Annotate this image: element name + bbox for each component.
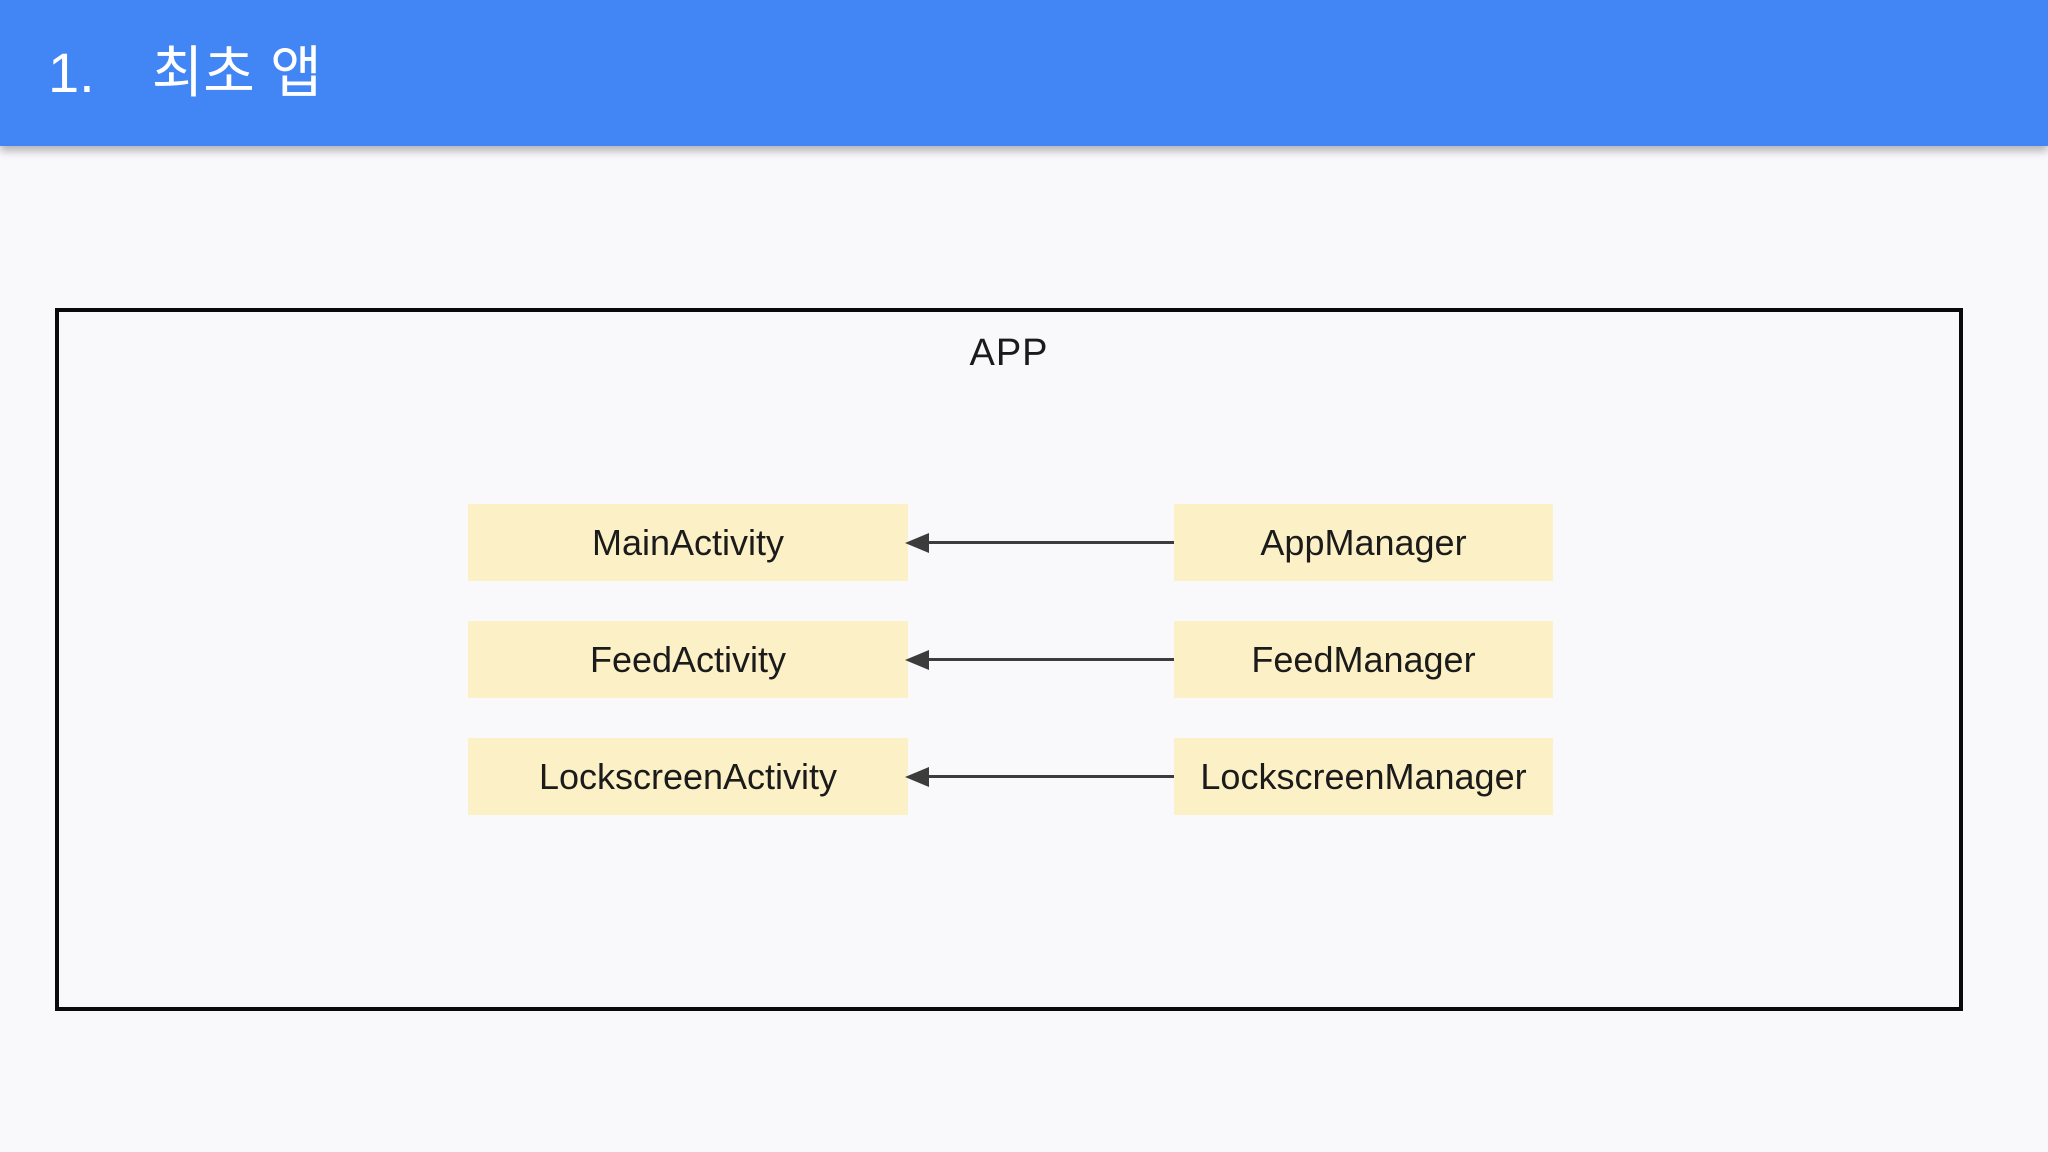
connector-arrow-app-manager-to-main-activity [905, 533, 1174, 553]
node-label: LockscreenActivity [538, 755, 838, 797]
node-lockscreen-activity: LockscreenActivity [468, 738, 908, 815]
node-app-manager: AppManager [1174, 504, 1553, 581]
arrow-head-left-icon [905, 650, 929, 670]
node-label: LockscreenManager [1200, 755, 1527, 797]
arrow-shaft [925, 658, 1174, 661]
arrow-shaft [925, 541, 1174, 544]
app-container-label: APP [969, 332, 1049, 374]
node-feed-manager: FeedManager [1174, 621, 1553, 698]
node-label: FeedActivity [589, 638, 787, 680]
arrow-head-left-icon [905, 533, 929, 553]
slide-title-bar: 1. 최초 앱 [0, 0, 2048, 146]
node-feed-activity: FeedActivity [468, 621, 908, 698]
connector-arrow-feed-manager-to-feed-activity [905, 650, 1174, 670]
node-label: MainActivity [591, 521, 785, 563]
connector-arrow-lockscreen-manager-to-lockscreen-activity [905, 767, 1174, 787]
arrow-shaft [925, 775, 1174, 778]
node-label: FeedManager [1251, 638, 1476, 680]
app-container-frame [55, 308, 1963, 1011]
node-lockscreen-manager: LockscreenManager [1174, 738, 1553, 815]
page-title: 최초 앱 [151, 41, 322, 104]
node-label: AppManager [1260, 521, 1467, 563]
title-number: 1. [48, 41, 95, 104]
node-main-activity: MainActivity [468, 504, 908, 581]
arrow-head-left-icon [905, 767, 929, 787]
